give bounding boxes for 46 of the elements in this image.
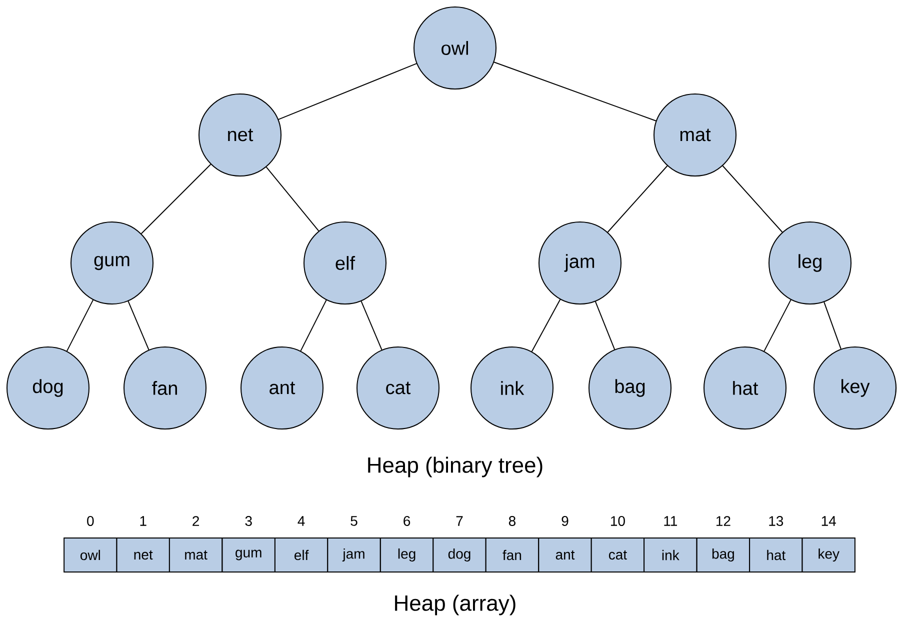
- array-cell: owl: [64, 538, 118, 572]
- array-cell: jam: [327, 538, 381, 572]
- index-number: 0: [87, 516, 94, 526]
- tree-edge: [531, 298, 561, 352]
- tree-edge: [594, 301, 616, 350]
- tree-edge: [278, 63, 418, 120]
- tree-edge: [764, 299, 792, 352]
- array-cell: elf: [274, 538, 328, 572]
- array-cell: mat: [168, 538, 223, 572]
- tree-edge: [360, 300, 382, 350]
- tree-edge: [140, 164, 212, 234]
- index-number: 13: [769, 516, 784, 526]
- index-number: 5: [350, 516, 358, 526]
- tree-edge: [607, 165, 668, 233]
- index-number: 1: [140, 516, 146, 526]
- index-number: 9: [562, 516, 568, 526]
- tree-edge: [266, 166, 320, 232]
- tree-edge: [494, 62, 656, 122]
- index-number: 3: [245, 516, 252, 526]
- index-number: 10: [610, 516, 625, 526]
- array-cell: hat: [749, 538, 803, 572]
- array-cell: fan: [485, 538, 540, 572]
- array-cell: ink: [644, 538, 698, 572]
- array-cell: ant: [538, 538, 592, 572]
- index-number: 2: [192, 516, 199, 526]
- index-number: 4: [298, 516, 305, 526]
- array-cell: leg: [380, 538, 434, 572]
- tree-edge: [722, 165, 783, 233]
- index-number: 6: [404, 516, 410, 526]
- tree-edge: [300, 300, 327, 352]
- array-cell: key: [802, 538, 856, 572]
- array-cell: net: [116, 538, 170, 572]
- tree-edge: [824, 302, 842, 350]
- index-number: 14: [822, 516, 836, 526]
- caption: Heap (array): [395, 594, 516, 616]
- index-number: 8: [508, 516, 516, 526]
- index-number: 11: [664, 516, 677, 526]
- array-cell: dog: [432, 538, 486, 572]
- index-number: 7: [456, 516, 463, 526]
- array-cell: bag: [696, 538, 750, 572]
- index-number: 12: [716, 516, 730, 526]
- tree-edge: [66, 299, 94, 352]
- array-cell: gum: [222, 538, 276, 572]
- array-cell: cat: [590, 538, 645, 572]
- tree-edge: [128, 300, 150, 350]
- caption: Heap (binary tree): [368, 456, 542, 478]
